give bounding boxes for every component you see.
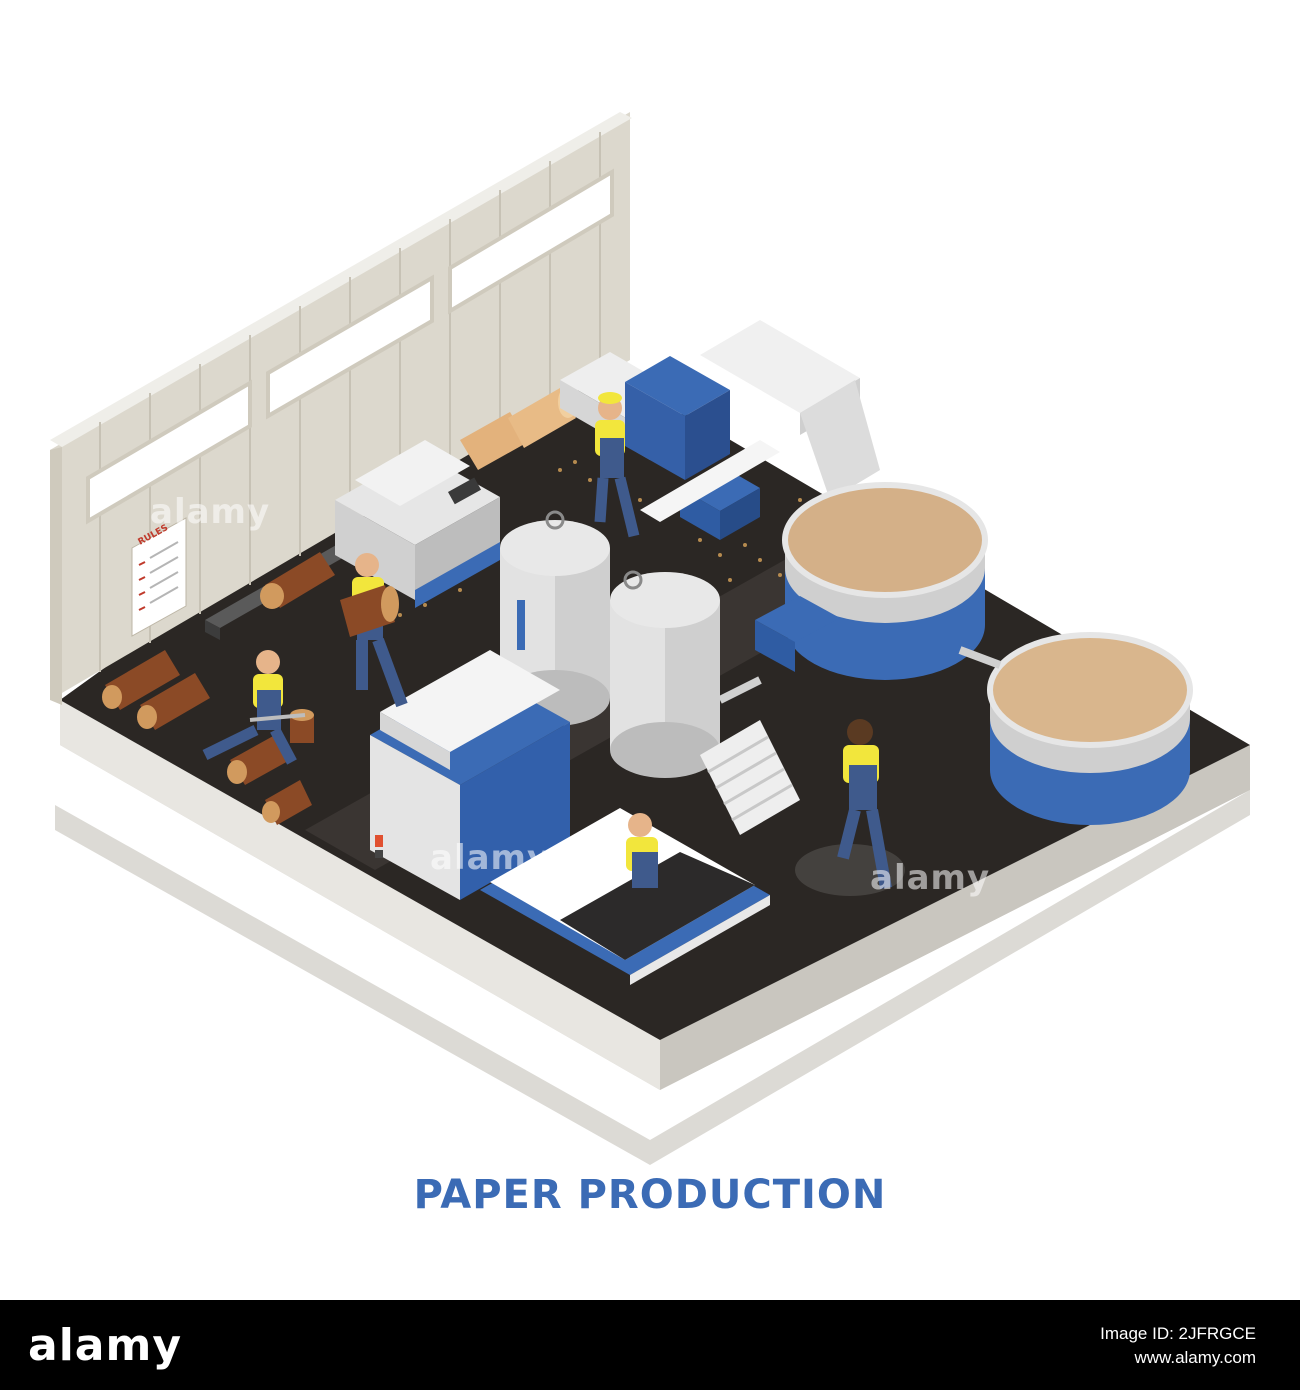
back-wall: RULES	[50, 112, 632, 705]
page-title: PAPER PRODUCTION	[413, 1172, 887, 1218]
image-id: Image ID: 2JFRGCE	[1100, 1324, 1256, 1343]
pulp-tank-2	[987, 632, 1193, 825]
log-pile	[102, 650, 314, 825]
wall-windows	[86, 168, 614, 525]
worker-at-chipper	[594, 392, 640, 538]
conveyor-log	[260, 552, 335, 609]
alamy-logo: alamy	[28, 1320, 182, 1371]
chipper-machine	[560, 320, 880, 540]
footer-info: Image ID: 2JFRGCE www.alamy.com	[1100, 1322, 1256, 1370]
watermark: alamy	[430, 838, 551, 878]
pulp-tank-1	[755, 482, 988, 680]
watermark: alamy	[150, 492, 271, 532]
paper-conveyor	[480, 808, 770, 985]
steam-vat-2	[610, 570, 762, 778]
worker-sawing	[202, 650, 306, 765]
rules-poster: RULES	[131, 517, 187, 637]
watermark: alamy	[870, 858, 991, 898]
worker-walking	[795, 719, 905, 896]
footer-bar: alamy Image ID: 2JFRGCE www.alamy.com	[0, 1300, 1300, 1390]
paper-machine	[370, 650, 770, 985]
tank-pipe	[958, 646, 1002, 669]
site-url: www.alamy.com	[1134, 1348, 1256, 1367]
stairs	[700, 720, 800, 835]
worker-at-conveyor	[626, 813, 658, 888]
debarker-machine	[205, 386, 578, 640]
worker-carrying-log	[340, 553, 408, 708]
factory-scene: RULES	[50, 112, 1250, 1165]
